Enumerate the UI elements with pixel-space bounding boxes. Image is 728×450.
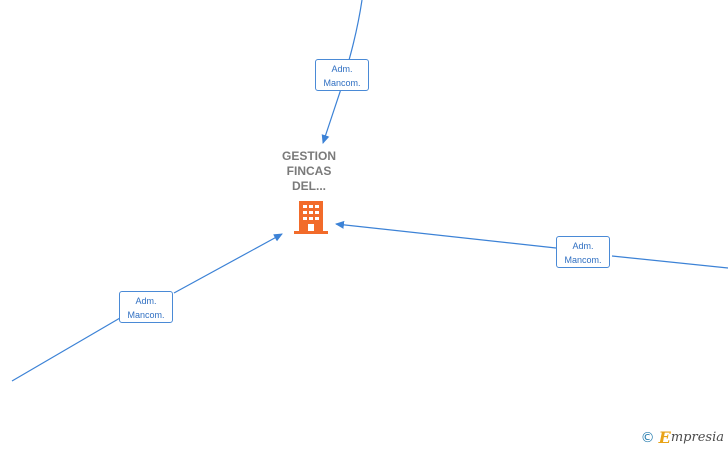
company-node-title[interactable]: GESTION FINCAS DEL... [268, 149, 350, 194]
brand-logo-text: mpresia [670, 430, 724, 445]
edge-label-top[interactable]: Adm. Mancom. [315, 59, 369, 91]
brand-logo-letter: E [658, 428, 671, 447]
edge-label-right[interactable]: Adm. Mancom. [556, 236, 610, 268]
edge-label-line: Adm. [135, 296, 157, 306]
edge-label-left[interactable]: Adm. Mancom. [119, 291, 173, 323]
brand-footer[interactable]: © E mpresia [641, 428, 724, 447]
edge-label-line: Mancom. [323, 78, 361, 88]
edge-label-line: Mancom. [127, 310, 165, 320]
edge-label-line: Mancom. [564, 255, 602, 265]
building-icon[interactable] [294, 199, 328, 235]
company-name-line: DEL... [291, 179, 326, 193]
edge-line-left [11, 234, 282, 382]
edge-line-right [336, 224, 728, 269]
company-name-line: GESTION [281, 149, 336, 163]
edge-label-line: Adm. [572, 241, 594, 251]
edge-label-line: Adm. [331, 64, 353, 74]
company-name-line: FINCAS [286, 164, 332, 178]
copyright-icon: © [640, 429, 655, 446]
